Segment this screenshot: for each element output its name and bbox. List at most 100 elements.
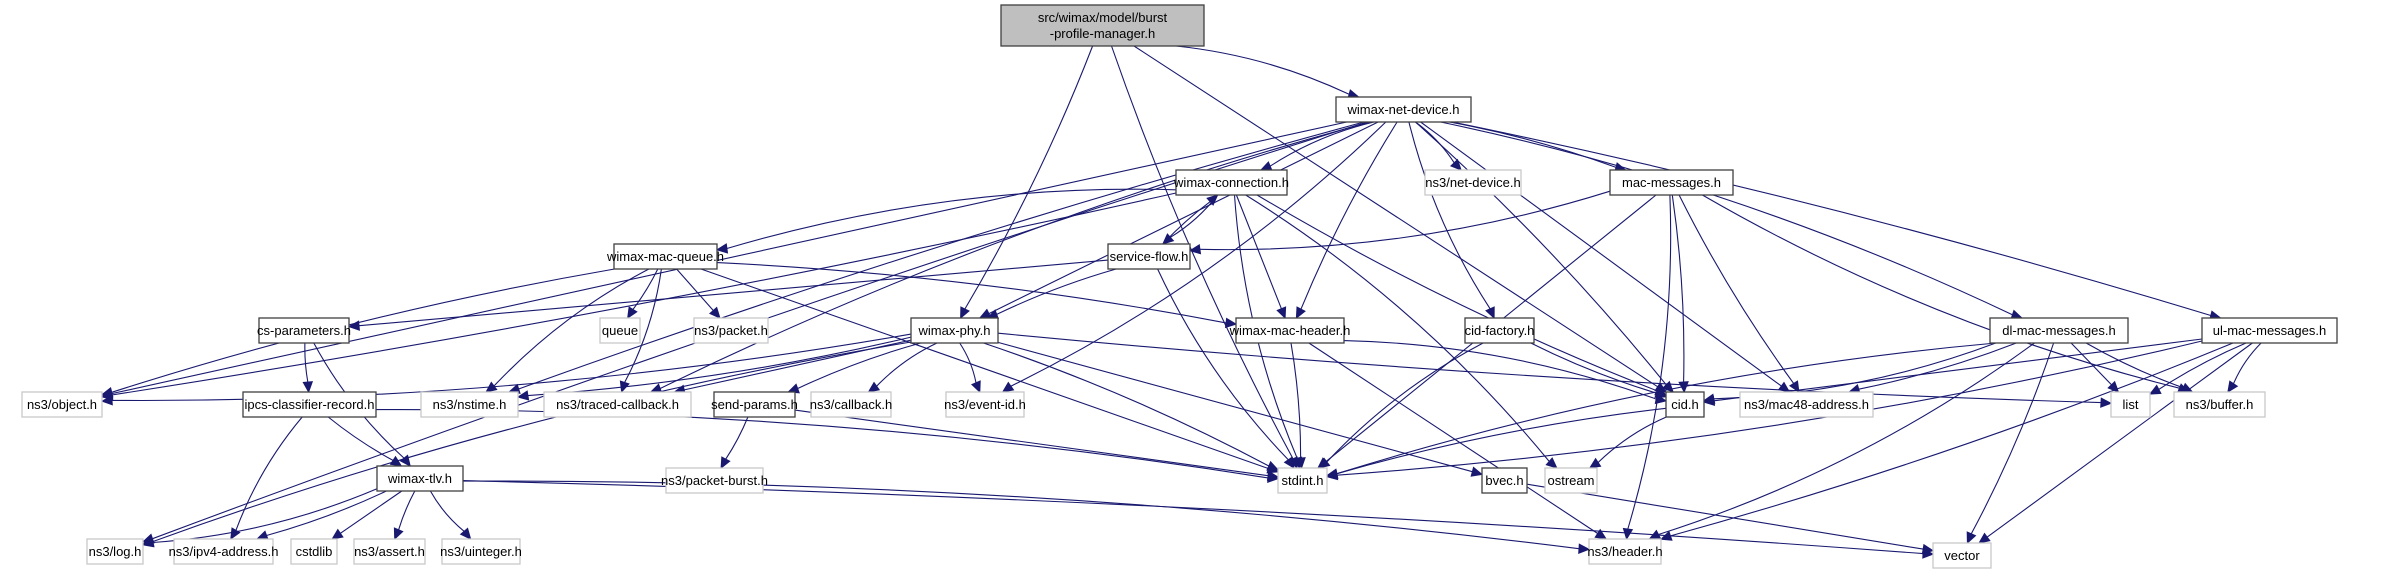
node-vector[interactable]: vector (1932, 542, 1992, 569)
node-label: ns3/header.h (1587, 544, 1662, 559)
node-stdint[interactable]: stdint.h (1277, 467, 1328, 494)
node-ns3-uinteger[interactable]: ns3/uinteger.h (440, 538, 522, 565)
node-label: stdint.h (1282, 473, 1324, 488)
arrowhead-icon (2227, 380, 2239, 394)
node-wimax-net-device[interactable]: wimax-net-device.h (1335, 96, 1472, 123)
edge-cid-to-ostream (1588, 416, 1667, 469)
node-label: wimax-mac-queue.h (606, 249, 724, 264)
node-label: cid.h (1671, 397, 1698, 412)
edge-mac-messages-to-ns3-mac48-address (1678, 194, 1800, 394)
node-label: bvec.h (1485, 473, 1523, 488)
edge-line (1858, 342, 2017, 390)
node-service-flow[interactable]: service-flow.h (1107, 243, 1191, 270)
node-cid-factory[interactable]: cid-factory.h (1464, 317, 1535, 344)
arrowhead-icon (2100, 397, 2113, 408)
node-cstdlib[interactable]: cstdlib (290, 538, 338, 565)
node-ns3-object[interactable]: ns3/object.h (21, 391, 103, 418)
node-ns3-packet-burst[interactable]: ns3/packet-burst.h (661, 467, 768, 494)
arrowhead-icon (1921, 543, 1935, 555)
node-root[interactable]: src/wimax/model/burst-profile-manager.h (1000, 4, 1205, 47)
node-label: queue (602, 323, 638, 338)
node-ns3-header[interactable]: ns3/header.h (1587, 538, 1663, 565)
edge-line (2070, 342, 2112, 386)
node-box (1335, 96, 1472, 123)
node-queue[interactable]: queue (599, 317, 641, 344)
node-box (2173, 391, 2266, 418)
edge-line (1986, 342, 2253, 538)
edge-wimax-connection-to-wimax-mac-queue (715, 188, 1177, 254)
node-bvec[interactable]: bvec.h (1481, 467, 1528, 494)
arrowhead-icon (1485, 306, 1495, 320)
arrowhead-icon (100, 387, 114, 398)
node-dl-mac-messages[interactable]: dl-mac-messages.h (1989, 317, 2129, 344)
node-ostream[interactable]: ostream (1544, 467, 1598, 494)
edge-dl-mac-messages-to-ns3-mac48-address (1848, 342, 2017, 395)
edge-line (959, 342, 977, 383)
node-wimax-connection[interactable]: wimax-connection.h (1173, 169, 1289, 196)
node-list[interactable]: list (2110, 391, 2151, 418)
arrowhead-icon (516, 390, 530, 401)
node-box (420, 391, 519, 418)
node-box (713, 391, 796, 418)
node-ns3-buffer[interactable]: ns3/buffer.h (2173, 391, 2266, 418)
node-ns3-traced-callback[interactable]: ns3/traced-callback.h (543, 391, 692, 418)
edge-line (2158, 342, 2247, 390)
edge-line (1162, 201, 1211, 245)
node-wimax-tlv[interactable]: wimax-tlv.h (376, 465, 464, 492)
node-label: wimax-mac-header.h (1229, 323, 1351, 338)
node-ul-mac-messages[interactable]: ul-mac-messages.h (2201, 317, 2338, 344)
node-label: ns3/net-device.h (1425, 175, 1520, 190)
node-ns3-nstime[interactable]: ns3/nstime.h (420, 391, 519, 418)
edge-dl-mac-messages-to-ns3-header (1648, 342, 2035, 540)
node-wimax-mac-queue[interactable]: wimax-mac-queue.h (606, 243, 724, 270)
node-box (1424, 169, 1522, 196)
arrowhead-icon (715, 243, 729, 254)
edge-line (1336, 342, 1997, 475)
node-label: ns3/log.h (89, 544, 142, 559)
node-label: ns3/callback.h (810, 397, 892, 412)
node-cs-parameters[interactable]: cs-parameters.h (257, 317, 351, 344)
edge-ipcs-classifier-record-to-wimax-tlv (327, 416, 403, 467)
node-ns3-event-id[interactable]: ns3/event-id.h (944, 391, 1026, 418)
arrowhead-icon (302, 381, 314, 394)
node-ns3-ipv4-address[interactable]: ns3/ipv4-address.h (169, 538, 279, 565)
edge-line (632, 268, 659, 310)
edge-line (1256, 194, 1658, 392)
node-ipcs-classifier-record[interactable]: ipcs-classifier-record.h (242, 391, 377, 418)
node-label: vector (1944, 548, 1980, 563)
edge-line (797, 342, 921, 389)
node-ns3-mac48-address[interactable]: ns3/mac48-address.h (1739, 391, 1874, 418)
edge-wimax-mac-queue-to-stdint (700, 268, 1280, 474)
edge-wimax-mac-queue-to-ns3-object (100, 268, 615, 398)
node-mac-messages[interactable]: mac-messages.h (1609, 169, 1734, 196)
edge-line (1300, 121, 1398, 310)
node-ns3-assert[interactable]: ns3/assert.h (353, 538, 426, 565)
node-ns3-callback[interactable]: ns3/callback.h (810, 391, 892, 418)
edge-wimax-phy-to-ns3-object (100, 333, 912, 406)
edge-wimax-mac-header-to-cid (1343, 340, 1668, 405)
edge-line (1452, 121, 2211, 317)
node-label: ns3/uinteger.h (440, 544, 522, 559)
node-ns3-log[interactable]: ns3/log.h (86, 538, 144, 565)
node-label: cs-parameters.h (257, 323, 351, 338)
node-wimax-mac-header[interactable]: wimax-mac-header.h (1229, 317, 1351, 344)
node-label: cstdlib (296, 544, 333, 559)
node-wimax-phy[interactable]: wimax-phy.h (910, 317, 999, 344)
edge-line (1245, 194, 1550, 462)
edge-wimax-net-device-to-ns3-nstime (507, 121, 1365, 394)
node-send-params[interactable]: send-params.h (711, 391, 798, 418)
node-cid[interactable]: cid.h (1665, 391, 1705, 418)
node-ns3-packet[interactable]: ns3/packet.h (693, 317, 769, 344)
arrowhead-icon (1276, 306, 1287, 320)
arrowhead-icon (1317, 457, 1331, 469)
arrowhead-icon (331, 528, 344, 540)
node-ns3-net-device[interactable]: ns3/net-device.h (1424, 169, 1522, 196)
arrowhead-icon (1702, 395, 1716, 407)
node-label: ns3/event-id.h (944, 397, 1026, 412)
node-box (86, 538, 144, 565)
edge-line (1627, 194, 1672, 530)
node-box (945, 391, 1025, 418)
edge-cid-factory-to-cid (1530, 342, 1668, 398)
node-label: ns3/ipv4-address.h (169, 544, 279, 559)
edge-wimax-phy-to-ns3-callback (867, 342, 938, 393)
